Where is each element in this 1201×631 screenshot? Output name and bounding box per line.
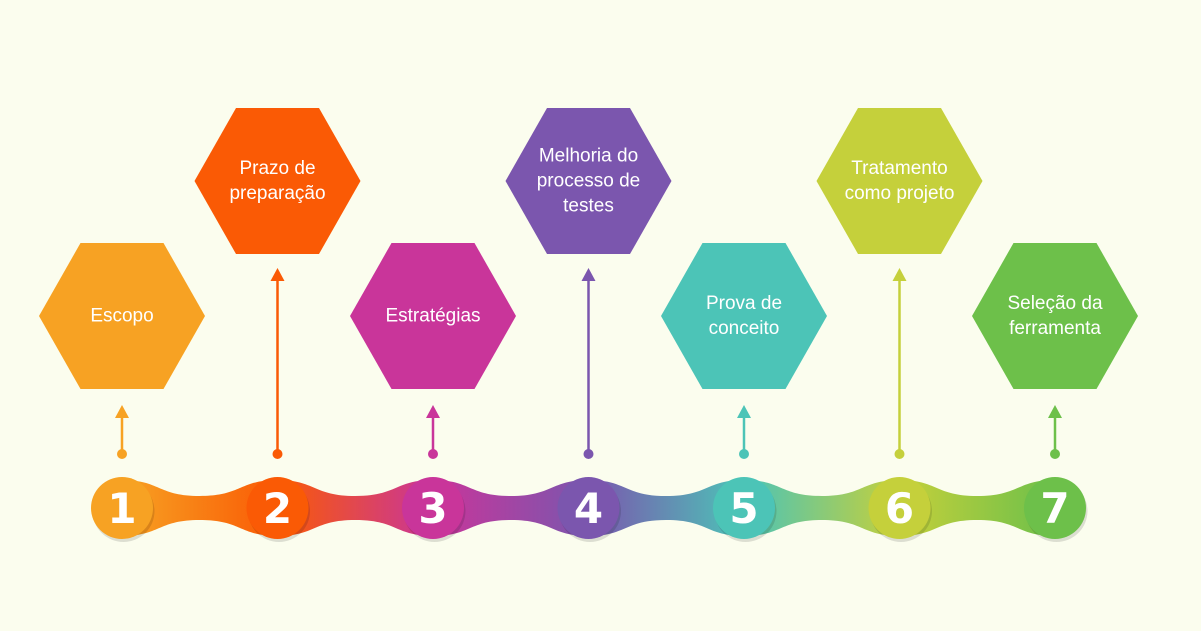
step-label-2: Prazo de preparação (203, 156, 353, 206)
step-label-line: Prova de (705, 293, 783, 314)
arrow-head-5 (737, 405, 751, 418)
step-label-line: Melhoria do (538, 145, 639, 167)
arrow-dot-4 (583, 449, 594, 459)
step-number-5: 5 (729, 483, 759, 533)
step-circle-1 (91, 477, 153, 539)
arrow-head-2 (270, 268, 285, 281)
step-label-line: Seleção da (1007, 293, 1103, 314)
connector-band-1 (122, 480, 278, 536)
step-label-line: Tratamento (851, 158, 948, 179)
hexagon-6 (816, 108, 983, 254)
step-number-2: 2 (262, 483, 293, 533)
step-label-7: Seleção da ferramenta (980, 291, 1130, 341)
step-number-1: 1 (107, 483, 137, 533)
step-label-line: Escopo (90, 305, 154, 327)
step-number-3: 3 (418, 483, 448, 533)
step-circle-2 (246, 477, 309, 539)
step-label-line: conceito (708, 318, 780, 339)
hexagon-2 (194, 108, 361, 254)
connector-band-2 (277, 480, 433, 536)
arrow-head-6 (892, 268, 907, 281)
step-label-line: preparação (229, 183, 326, 204)
arrow-head-3 (426, 405, 440, 418)
step-number-7: 7 (1040, 483, 1070, 533)
step-label-5: Prova de conceito (669, 291, 819, 341)
step-label-1: Escopo (47, 304, 197, 329)
step-circle-7 (1024, 477, 1086, 539)
step-label-line: como projeto (844, 183, 955, 204)
arrow-dot-1 (117, 449, 127, 459)
step-number-6: 6 (884, 483, 915, 533)
hexagon-4 (505, 108, 672, 254)
step-circle-5 (713, 477, 775, 539)
step-label-line: testes (563, 195, 614, 217)
connector-band-4 (588, 480, 744, 536)
step-circle-4 (557, 477, 620, 539)
arrow-head-4 (581, 268, 596, 281)
hexagon-1 (39, 243, 205, 389)
hexagon-5 (661, 243, 827, 389)
step-label-line: processo de (536, 170, 641, 192)
connector-band-3 (433, 480, 589, 536)
arrow-dot-7 (1050, 449, 1060, 459)
hexagon-7 (972, 243, 1138, 389)
connector-band-6 (899, 480, 1055, 536)
arrow-dot-2 (272, 449, 283, 459)
arrow-dot-3 (428, 449, 438, 459)
arrow-head-1 (115, 405, 129, 418)
arrow-dot-6 (894, 449, 905, 459)
step-label-line: Estratégias (385, 305, 481, 327)
connector-band-5 (744, 480, 900, 536)
step-label-line: ferramenta (1009, 318, 1101, 339)
step-label-4: Melhoria do processo de testes (514, 144, 664, 219)
step-number-4: 4 (573, 483, 604, 533)
step-label-line: Prazo de (239, 158, 316, 179)
arrow-dot-5 (739, 449, 749, 459)
hexagon-3 (350, 243, 516, 389)
step-label-3: Estratégias (358, 304, 508, 329)
step-label-6: Tratamento como projeto (825, 156, 975, 206)
arrow-head-7 (1048, 405, 1062, 418)
step-circle-6 (868, 477, 931, 539)
step-circle-3 (402, 477, 464, 539)
